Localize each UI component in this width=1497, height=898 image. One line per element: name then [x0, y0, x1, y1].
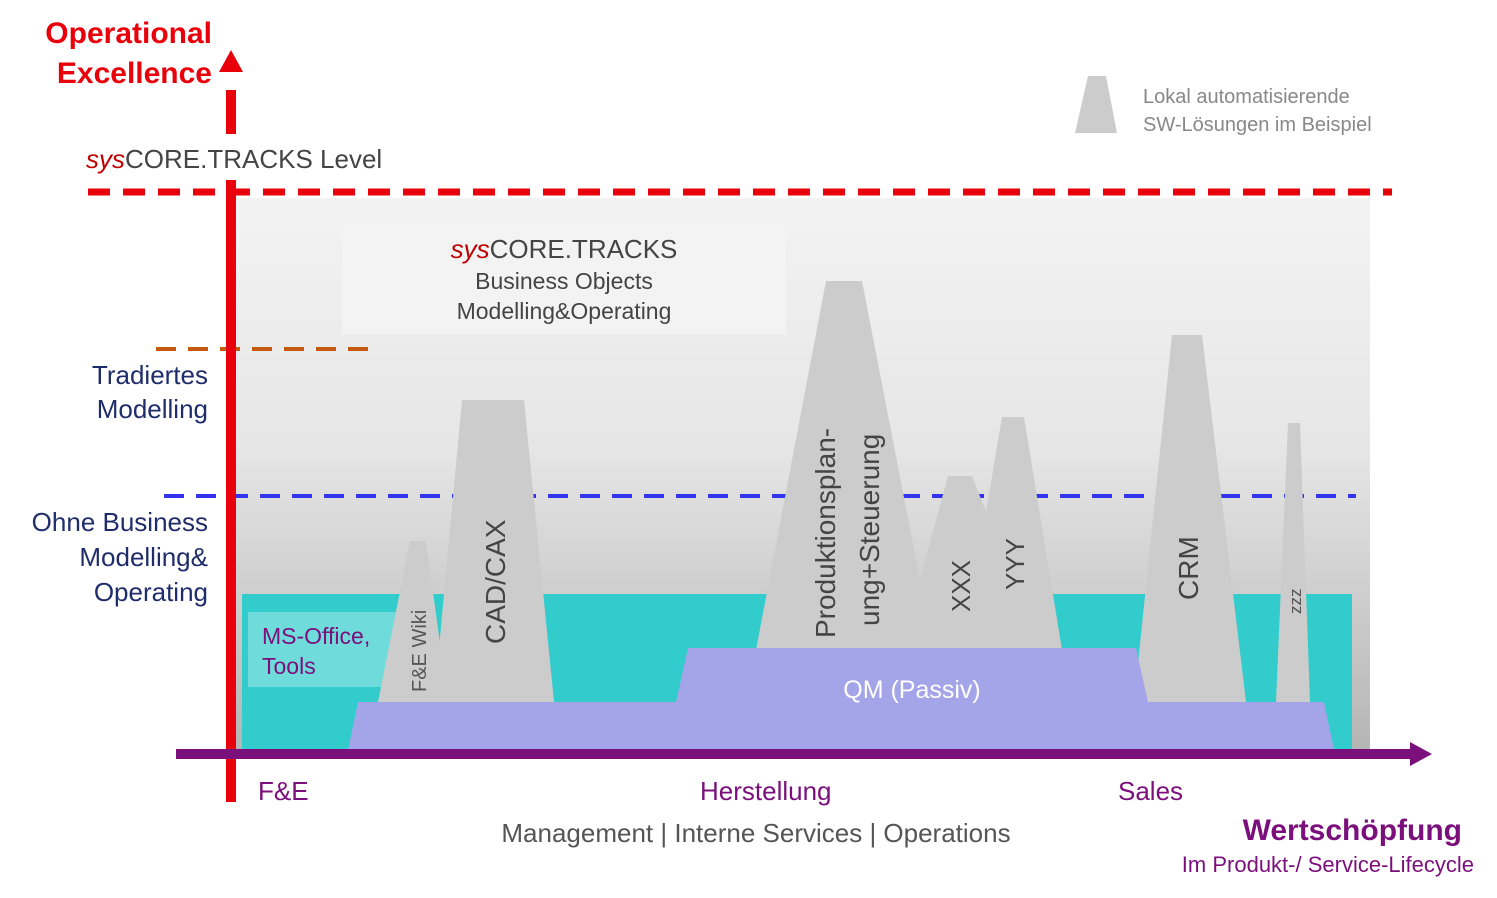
x-axis-shaft — [176, 749, 1414, 759]
peak-production — [756, 281, 1062, 650]
legend-line2: SW-Lösungen im Beispiel — [1143, 114, 1372, 136]
stage-label-manufacturing: Herstellung — [700, 776, 832, 806]
peak-label-xxx: XXX — [946, 560, 976, 612]
support-functions-label: Management | Interne Services | Operatio… — [501, 818, 1010, 848]
no-modelling-label-line1: Ohne Business — [32, 507, 208, 537]
peak-label-yyy: YYY — [1000, 538, 1030, 590]
peak-fe-wiki — [378, 541, 448, 702]
y-axis-arrowhead — [219, 50, 243, 72]
legend-peak-icon — [1075, 76, 1117, 133]
peak-crm — [1134, 335, 1246, 702]
y-axis-title-line2: Excellence — [57, 57, 212, 90]
core-box-title: sysCORE.TRACKS — [451, 234, 678, 264]
y-axis-title-line1: Operational — [45, 17, 212, 50]
ms-office-label-line1: MS-Office, — [262, 623, 370, 649]
y-axis-label-gap — [222, 134, 240, 180]
traditional-level-label-line2: Modelling — [97, 394, 208, 424]
stage-label-fe: F&E — [258, 776, 309, 806]
peak-label-production-line1: Produktionsplan- — [810, 428, 841, 638]
peak-label-production-line2: ung+Steuerung — [854, 434, 885, 626]
no-modelling-label-line2: Modelling& — [79, 542, 208, 572]
x-axis-subtitle: Im Produkt-/ Service-Lifecycle — [1182, 852, 1474, 877]
x-axis-arrowhead — [1410, 742, 1432, 766]
ms-office-box — [248, 612, 396, 687]
peak-label-crm: CRM — [1173, 536, 1204, 600]
legend-line1: Lokal automatisierende — [1143, 86, 1350, 108]
x-axis-title: Wertschöpfung — [1243, 814, 1462, 847]
qm-label: QM (Passiv) — [843, 676, 981, 704]
core-box-line3: Modelling&Operating — [457, 298, 672, 324]
peak-label-fe-wiki: F&E Wiki — [409, 610, 431, 692]
traditional-level-label-line1: Tradiertes — [92, 360, 208, 390]
qm-layer — [348, 648, 1334, 750]
y-axis-shaft — [226, 90, 236, 802]
peak-label-cad-cax: CAD/CAX — [480, 519, 511, 644]
core-box — [342, 222, 786, 334]
core-box-line2: Business Objects — [475, 268, 653, 294]
no-modelling-label-line3: Operating — [94, 577, 208, 607]
peak-zzz — [1276, 423, 1310, 702]
peak-label-zzz: zzz — [1286, 589, 1305, 615]
syscore-level-label: sysCORE.TRACKS Level — [86, 144, 382, 174]
ms-office-label-line2: Tools — [262, 653, 316, 679]
peak-cad-cax — [434, 400, 554, 702]
stage-label-sales: Sales — [1118, 776, 1183, 806]
